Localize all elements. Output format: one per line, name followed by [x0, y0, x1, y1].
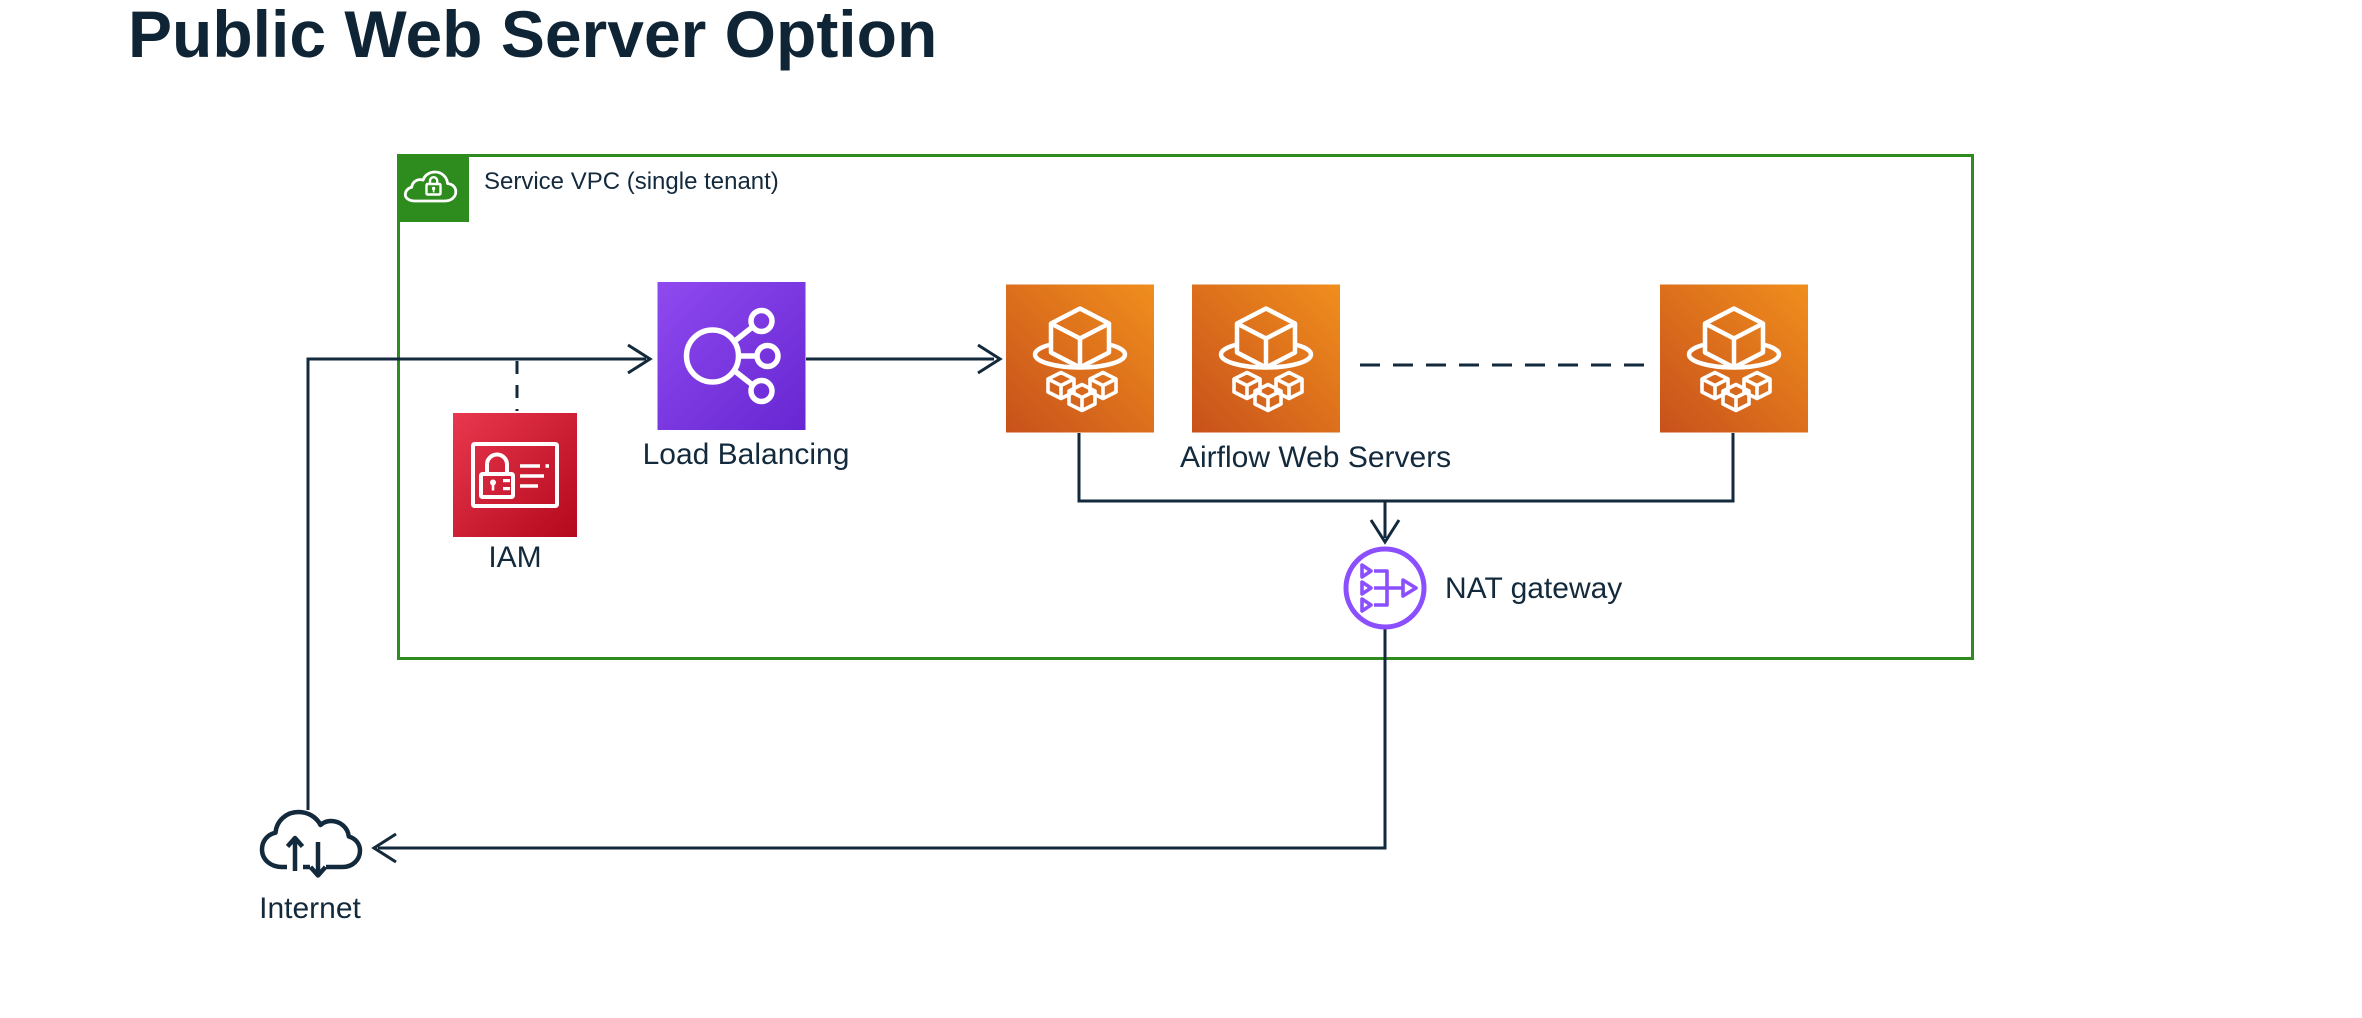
load-balancer-network-icon — [657, 282, 806, 430]
iam-label: IAM — [488, 541, 542, 574]
internet-label: Internet — [259, 892, 361, 925]
nat-gateway-circle-icon — [1341, 544, 1429, 632]
arrowhead-into-web-server — [977, 343, 1003, 375]
airflow-web-servers-label: Airflow Web Servers — [1180, 441, 1452, 474]
edge-nat-to-internet — [378, 629, 1387, 850]
page-title: Public Web Server Option — [128, 0, 938, 71]
airflow-web-server-icon-1 — [1006, 284, 1154, 433]
internet-cloud-arrows-icon — [252, 790, 364, 886]
airflow-web-server-icon-2 — [1192, 284, 1340, 433]
nat-gateway-label: NAT gateway — [1445, 572, 1623, 605]
arrowhead-into-nat-gateway — [1369, 519, 1401, 545]
load-balancing-label: Load Balancing — [642, 438, 850, 471]
iam-card-lock-icon — [453, 413, 577, 537]
arrowhead-into-internet — [371, 832, 397, 864]
airflow-web-server-icon-n — [1660, 284, 1808, 433]
edge-internet-to-load-balancing — [306, 357, 646, 810]
arrowhead-into-load-balancing — [627, 343, 653, 375]
vpc-group-box — [397, 154, 1974, 660]
edge-web-servers-collector — [1077, 433, 1735, 503]
vpc-cloud-lock-icon — [397, 154, 469, 222]
vpc-group-label: Service VPC (single tenant) — [484, 168, 779, 195]
